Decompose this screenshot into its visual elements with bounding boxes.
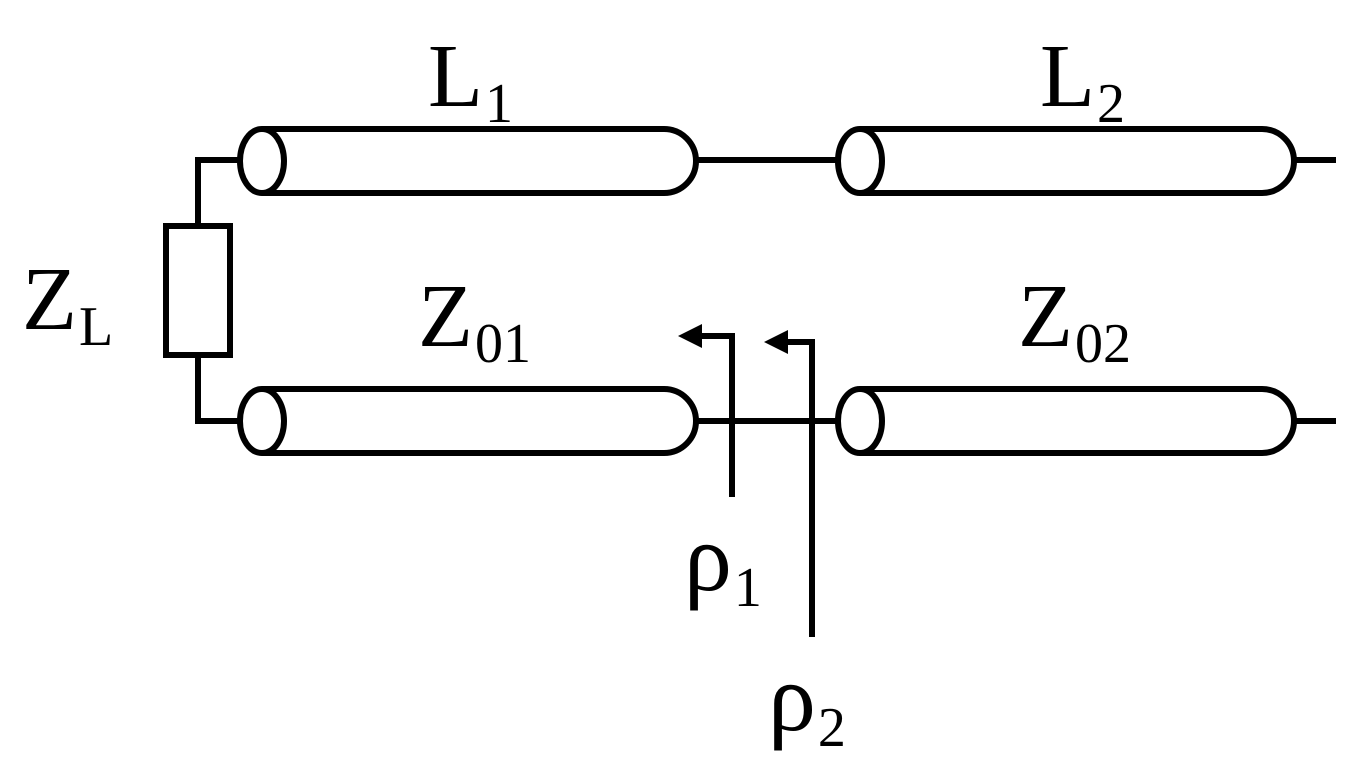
load-branch	[163, 157, 262, 424]
line1-upper-coax	[237, 126, 699, 196]
reflection2-label: ρ2	[768, 644, 846, 759]
line2-length-label: L2	[1040, 27, 1125, 135]
rho1-reference-arrow	[678, 324, 735, 497]
line1-length-label: L1	[428, 27, 513, 135]
line2-upper-coax	[835, 126, 1297, 196]
reflection1-label: ρ1	[684, 504, 762, 619]
line2-impedance-label: Z02	[1018, 267, 1131, 375]
line1-impedance-label: Z01	[418, 267, 531, 375]
load-impedance-resistor	[163, 223, 233, 358]
rho2-reference-arrow	[764, 330, 815, 637]
load-impedance-label: ZL	[22, 250, 114, 358]
line1-lower-coax	[237, 386, 699, 456]
line2-lower-coax	[835, 386, 1297, 456]
